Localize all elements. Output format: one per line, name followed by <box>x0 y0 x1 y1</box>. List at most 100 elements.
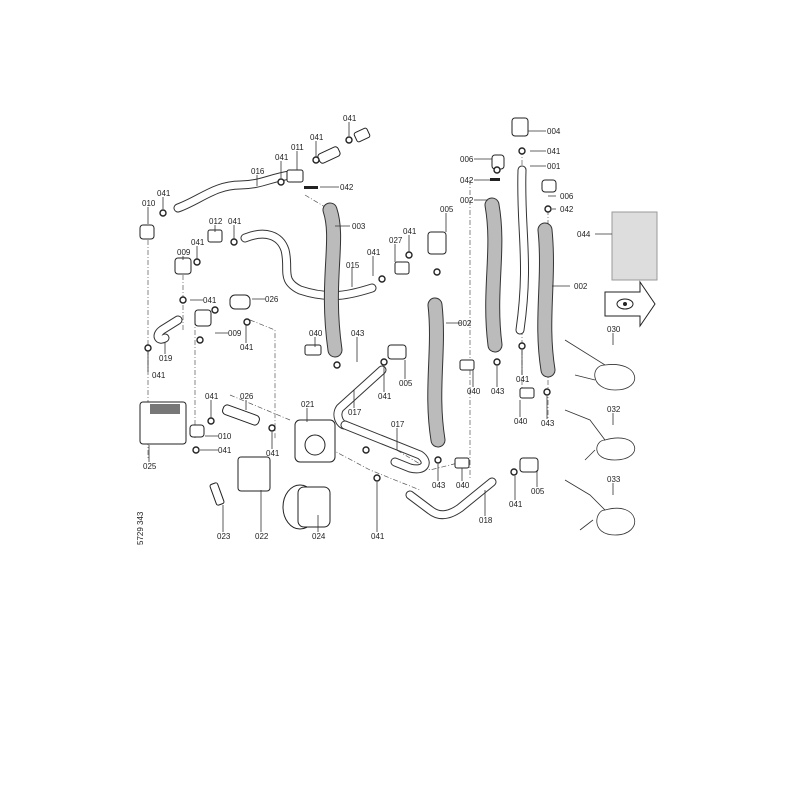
label-032: 032 <box>607 405 621 414</box>
label-017: 017 <box>348 408 362 417</box>
label-033: 033 <box>607 475 621 484</box>
label-030: 030 <box>607 325 621 334</box>
label-041: 041 <box>218 446 232 455</box>
label-019: 019 <box>159 354 173 363</box>
valve-005-mid <box>387 344 407 360</box>
sensor-032 <box>564 409 635 461</box>
tee-009-lower <box>194 309 212 327</box>
label-040: 040 <box>309 329 323 338</box>
elbow-006-right <box>541 179 557 193</box>
label-042: 042 <box>340 183 354 192</box>
label-041: 041 <box>240 343 254 352</box>
hose-003 <box>322 202 343 358</box>
label-041: 041 <box>157 189 171 198</box>
valve-005 <box>427 231 447 255</box>
control-box-022 <box>237 456 271 492</box>
leader-lines <box>147 122 614 532</box>
label-041: 041 <box>228 217 242 226</box>
label-040: 040 <box>467 387 481 396</box>
elbow-010 <box>139 224 155 240</box>
label-040: 040 <box>514 417 528 426</box>
label-005: 005 <box>440 205 454 214</box>
label-006: 006 <box>460 155 474 164</box>
label-026: 026 <box>265 295 279 304</box>
label-017: 017 <box>391 420 405 429</box>
label-041: 041 <box>516 375 530 384</box>
fitting-011 <box>286 169 304 183</box>
label-041: 041 <box>367 248 381 257</box>
pipe-015 <box>240 229 377 301</box>
label-041: 041 <box>203 296 217 305</box>
label-003: 003 <box>352 222 366 231</box>
label-041: 041 <box>310 133 324 142</box>
pipe-026-upper <box>229 294 251 310</box>
hose-002-right <box>537 222 556 378</box>
label-011: 011 <box>291 143 304 152</box>
label-041: 041 <box>403 227 417 236</box>
label-009: 009 <box>177 248 191 257</box>
label-022: 022 <box>255 532 269 541</box>
label-043: 043 <box>541 419 555 428</box>
label-043: 043 <box>432 481 446 490</box>
pipe-016 <box>173 170 295 213</box>
handle-023 <box>209 482 225 506</box>
label-002: 002 <box>574 282 588 291</box>
label-041: 041 <box>205 392 219 401</box>
label-027: 027 <box>389 236 403 245</box>
label-002: 002 <box>460 196 474 205</box>
label-018: 018 <box>479 516 493 525</box>
label-026: 026 <box>240 392 254 401</box>
valve-005-lower <box>519 457 539 473</box>
label-023: 023 <box>217 532 231 541</box>
drawing-number: 5729 343 <box>136 511 145 545</box>
sensor-030 <box>564 339 635 391</box>
label-010: 010 <box>218 432 232 441</box>
pipe-017-lower <box>340 420 430 474</box>
label-042: 042 <box>560 205 574 214</box>
label-015: 015 <box>346 261 360 270</box>
hose-002-middle <box>484 197 503 353</box>
label-041: 041 <box>547 147 561 156</box>
valve-004 <box>511 117 529 137</box>
label-041: 041 <box>191 238 205 247</box>
label-009: 009 <box>228 329 242 338</box>
pipe-018 <box>405 477 497 520</box>
label-001: 001 <box>547 162 561 171</box>
pipe-026-lower <box>222 404 260 426</box>
label-041: 041 <box>371 532 385 541</box>
label-021: 021 <box>301 400 315 409</box>
part-labels: 041 041 011 041 016 042 041 010 003 012 … <box>136 114 621 545</box>
label-040: 040 <box>456 481 470 490</box>
label-041: 041 <box>275 153 289 162</box>
fitting-027 <box>394 261 410 275</box>
label-041: 041 <box>266 449 280 458</box>
label-012: 012 <box>209 217 223 226</box>
hose-002-left <box>427 297 446 448</box>
components <box>139 117 658 536</box>
sensor-033 <box>564 479 636 536</box>
label-005: 005 <box>531 487 545 496</box>
label-002: 002 <box>458 319 472 328</box>
tee-009 <box>174 257 192 275</box>
filter <box>317 146 341 164</box>
label-005: 005 <box>399 379 413 388</box>
label-006: 006 <box>560 192 574 201</box>
label-041: 041 <box>378 392 392 401</box>
pipe-001 <box>515 165 529 335</box>
label-043: 043 <box>491 387 505 396</box>
label-043: 043 <box>351 329 365 338</box>
label-016: 016 <box>251 167 265 176</box>
label-041: 041 <box>509 500 523 509</box>
label-044: 044 <box>577 230 591 239</box>
elbow-010-lower <box>189 424 205 438</box>
label-041: 041 <box>343 114 357 123</box>
label-042: 042 <box>460 176 474 185</box>
label-025: 025 <box>143 462 157 471</box>
clip-040 <box>304 344 322 356</box>
label-010: 010 <box>142 199 156 208</box>
gasket-042 <box>304 186 318 189</box>
label-004: 004 <box>547 127 561 136</box>
pipe-019 <box>153 315 183 344</box>
